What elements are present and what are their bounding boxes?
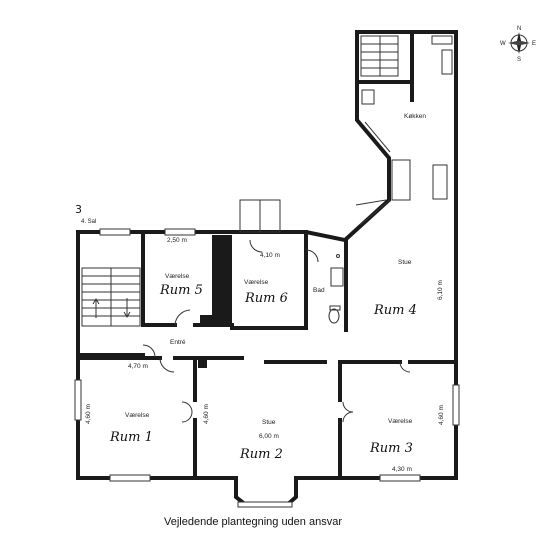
compass-w: W — [500, 41, 506, 47]
bathroom-fixtures — [328, 254, 344, 324]
rum-6: Rum 6 — [244, 291, 288, 306]
room-label-vaerelse6: Værelse — [244, 279, 269, 286]
dim-2-50: 2,50 m — [167, 237, 187, 244]
room-label-kitchen: Køkken — [404, 113, 426, 120]
room-label-stue4: Stue — [398, 259, 412, 266]
rum-3: Rum 3 — [369, 441, 413, 456]
interior-walls — [76, 230, 458, 480]
dim-6-00: 6,00 m — [259, 433, 279, 440]
room-label-bad: Bad — [313, 287, 325, 294]
dim-6-10: 6,10 m — [437, 280, 444, 300]
room-label-stue2: Stue — [262, 419, 276, 426]
plan-caption: Vejledende plantegning uden ansvar — [164, 516, 342, 528]
rum-1: Rum 1 — [109, 430, 153, 445]
dim-4-60-c: 4,60 m — [438, 405, 445, 425]
compass-rose-icon: N S E W — [500, 26, 536, 63]
compass-s: S — [517, 57, 521, 63]
rum-5: Rum 5 — [159, 283, 203, 298]
room-label-vaerelse5: Værelse — [165, 273, 190, 280]
rum-4: Rum 4 — [373, 303, 417, 318]
doors — [142, 239, 411, 423]
rum-2: Rum 2 — [239, 447, 283, 462]
room-label-vaerelse1: Værelse — [125, 412, 150, 419]
kitchen-stairs — [355, 34, 414, 102]
main-stairs — [81, 267, 141, 327]
dim-4-30: 4,30 m — [392, 466, 412, 473]
compass-e: E — [532, 41, 536, 47]
dim-4-70: 4,70 m — [128, 363, 148, 370]
compass-n: N — [517, 26, 521, 32]
room-label-vaerelse3: Værelse — [388, 418, 413, 425]
dim-4-60-a: 4,60 m — [85, 404, 92, 424]
room-label-entre: Entré — [170, 339, 186, 346]
dim-4-60-b: 4,60 m — [203, 404, 210, 424]
dim-4-10: 4,10 m — [260, 252, 280, 259]
floor-label: 4. Sal — [81, 219, 96, 225]
floor-number: 3 — [75, 203, 82, 216]
